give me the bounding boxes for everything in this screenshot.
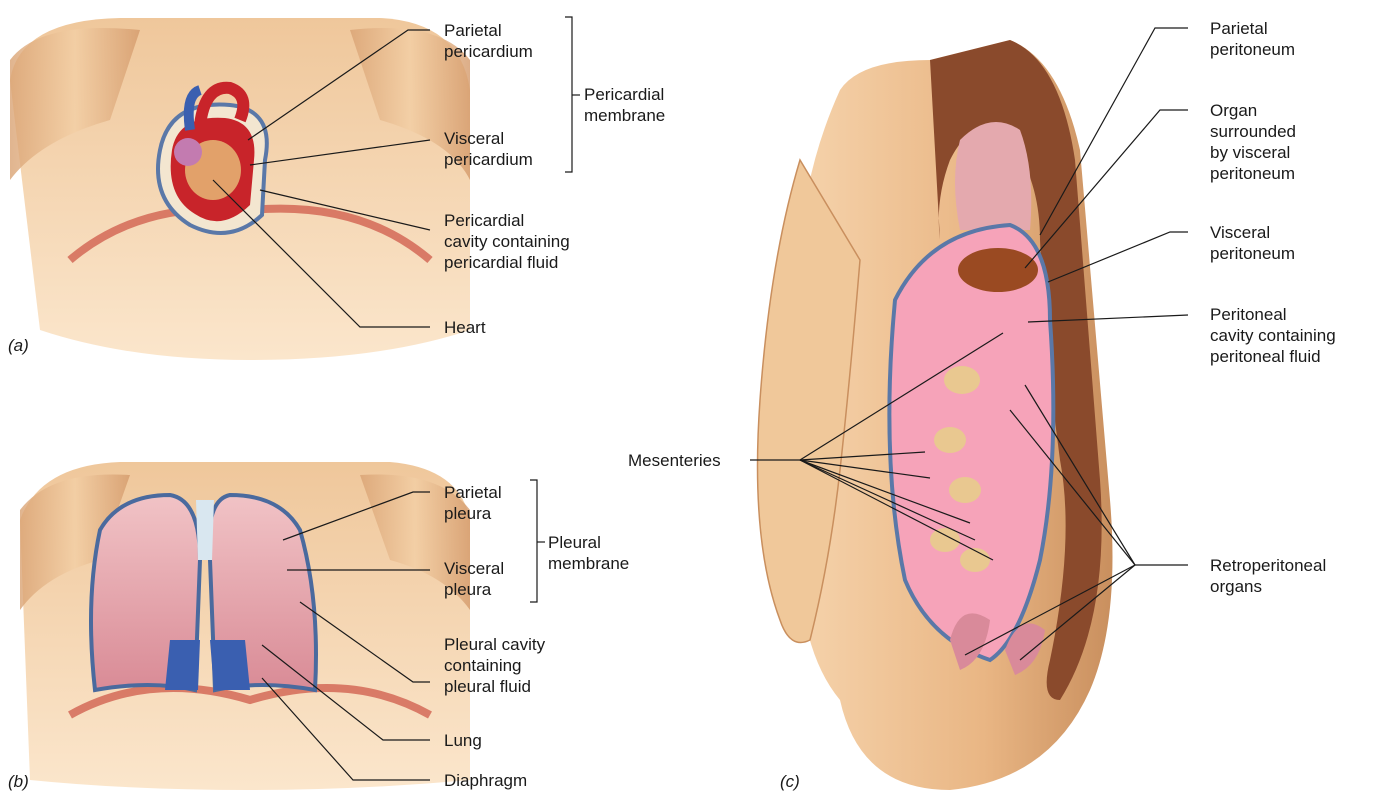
mediastinum-blue-left bbox=[165, 640, 200, 690]
panel-a-figure bbox=[10, 18, 470, 360]
mediastinum-blue-right bbox=[210, 640, 250, 690]
panel-label-b: (b) bbox=[8, 772, 29, 792]
intestine-2 bbox=[934, 427, 966, 453]
bracket-pleural bbox=[530, 480, 537, 602]
panel-b-figure bbox=[20, 462, 470, 790]
panel-c-figure bbox=[758, 40, 1113, 790]
liver-organ-c bbox=[958, 248, 1038, 292]
trachea bbox=[196, 500, 214, 560]
panel-label-c: (c) bbox=[780, 772, 800, 792]
label-diaphragm: Diaphragm bbox=[444, 770, 527, 791]
abdominal-cavity-c bbox=[889, 225, 1053, 660]
label-mesenteries: Mesenteries bbox=[628, 450, 721, 471]
intestine-5 bbox=[960, 548, 990, 572]
bracket-pericardial bbox=[565, 17, 572, 172]
label-lung: Lung bbox=[444, 730, 482, 751]
label-heart: Heart bbox=[444, 317, 486, 338]
heart-atrium bbox=[174, 138, 202, 166]
intestine-3 bbox=[949, 477, 981, 503]
panel-label-a: (a) bbox=[8, 336, 29, 356]
chest-organ-c bbox=[955, 122, 1031, 230]
intestine-1 bbox=[944, 366, 980, 394]
